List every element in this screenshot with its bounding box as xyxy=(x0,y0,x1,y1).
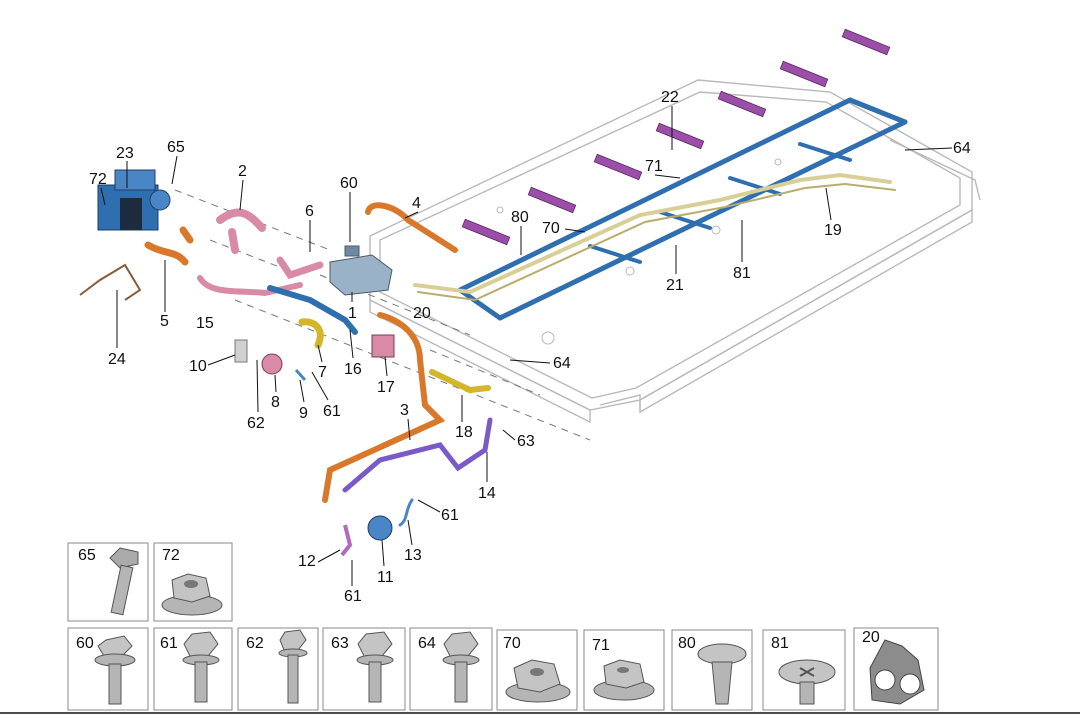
svg-text:20: 20 xyxy=(862,629,880,646)
callout-1: 1 xyxy=(348,305,357,322)
callout-7: 7 xyxy=(318,364,327,381)
hardware-box-70: 70 xyxy=(496,629,578,711)
svg-text:60: 60 xyxy=(76,635,94,652)
callout-64-mid: 64 xyxy=(553,355,571,372)
hose-14 xyxy=(342,417,493,493)
callout-10: 10 xyxy=(189,358,207,375)
svg-text:63: 63 xyxy=(331,635,349,652)
callout-19: 19 xyxy=(824,222,842,239)
callout-70: 70 xyxy=(542,220,560,237)
svg-text:80: 80 xyxy=(678,635,696,652)
callout-62: 62 xyxy=(247,415,265,432)
callout-15: 15 xyxy=(196,315,214,332)
svg-text:61: 61 xyxy=(160,635,178,652)
callout-63: 63 xyxy=(517,433,535,450)
hardware-box-61: 61 xyxy=(153,627,233,711)
svg-text:65: 65 xyxy=(78,547,96,564)
hose-3 xyxy=(322,312,446,503)
callout-61-a: 61 xyxy=(323,403,341,420)
hose-4 xyxy=(365,202,458,253)
hose-18 xyxy=(429,369,491,394)
callout-3: 3 xyxy=(400,402,409,419)
callout-11: 11 xyxy=(377,569,394,586)
callout-14: 14 xyxy=(478,485,496,502)
fitting-12 xyxy=(340,524,353,557)
callout-80: 80 xyxy=(511,209,529,226)
svg-text:70: 70 xyxy=(503,635,521,652)
fitting-9 xyxy=(294,368,307,382)
hose-7 xyxy=(298,318,324,349)
callout-23: 23 xyxy=(116,145,134,162)
hose-16 xyxy=(267,285,358,335)
hose-5 xyxy=(144,226,194,266)
callout-20: 20 xyxy=(413,305,431,322)
pump-11 xyxy=(367,515,393,541)
callout-8: 8 xyxy=(271,394,280,411)
pump-8 xyxy=(261,353,283,375)
hardware-box-72: 72 xyxy=(153,542,233,622)
module-straps xyxy=(461,28,891,246)
battery-tray xyxy=(369,79,981,424)
leader-lines xyxy=(100,106,953,586)
callout-4: 4 xyxy=(412,195,421,212)
svg-text:71: 71 xyxy=(592,637,610,654)
callout-65: 65 xyxy=(167,139,185,156)
hardware-box-60: 60 xyxy=(67,627,149,711)
callout-18: 18 xyxy=(455,424,473,441)
callout-9: 9 xyxy=(299,405,308,422)
callout-17: 17 xyxy=(377,379,395,396)
manifold-assembly-23 xyxy=(97,169,171,231)
callout-72: 72 xyxy=(89,171,107,188)
callout-16: 16 xyxy=(344,361,362,378)
callouts: 23 65 72 2 6 60 4 22 71 64 80 70 19 21 8… xyxy=(89,89,971,605)
hardware-box-64: 64 xyxy=(409,627,493,711)
svg-text:81: 81 xyxy=(771,635,789,652)
cross-member-rails xyxy=(457,97,908,321)
coolant-pipe-19 xyxy=(413,172,896,302)
svg-text:62: 62 xyxy=(246,635,264,652)
callout-61-b: 61 xyxy=(441,507,459,524)
hose-6 xyxy=(276,256,324,280)
callout-61-c: 61 xyxy=(344,588,362,605)
hardware-box-62: 62 xyxy=(237,627,319,711)
hose-13 xyxy=(398,498,414,527)
callout-21: 21 xyxy=(666,277,684,294)
callout-24: 24 xyxy=(108,351,126,368)
callout-5: 5 xyxy=(160,313,169,330)
callout-13: 13 xyxy=(404,547,422,564)
hardware-box-20: 20 xyxy=(853,627,939,711)
valve-17 xyxy=(371,334,395,358)
callout-22: 22 xyxy=(661,89,679,106)
svg-text:64: 64 xyxy=(418,635,436,652)
hose-15 xyxy=(197,275,303,297)
callout-71: 71 xyxy=(645,158,663,175)
hardware-box-65: 65 xyxy=(67,542,149,622)
svg-text:72: 72 xyxy=(162,547,180,564)
callout-2: 2 xyxy=(238,163,247,180)
hose-24 xyxy=(79,263,142,301)
callout-60: 60 xyxy=(340,175,358,192)
callout-81: 81 xyxy=(733,265,751,282)
callout-64-top: 64 xyxy=(953,140,971,157)
hardware-box-81: 81 xyxy=(762,629,846,711)
bracket-10 xyxy=(234,339,248,363)
hardware-box-71: 71 xyxy=(583,629,665,711)
hardware-box-63: 63 xyxy=(322,627,406,711)
coolant-reservoir xyxy=(329,245,393,296)
hardware-box-80: 80 xyxy=(671,629,753,711)
hose-2 xyxy=(216,208,266,254)
callout-12: 12 xyxy=(298,553,316,570)
callout-6: 6 xyxy=(305,203,314,220)
